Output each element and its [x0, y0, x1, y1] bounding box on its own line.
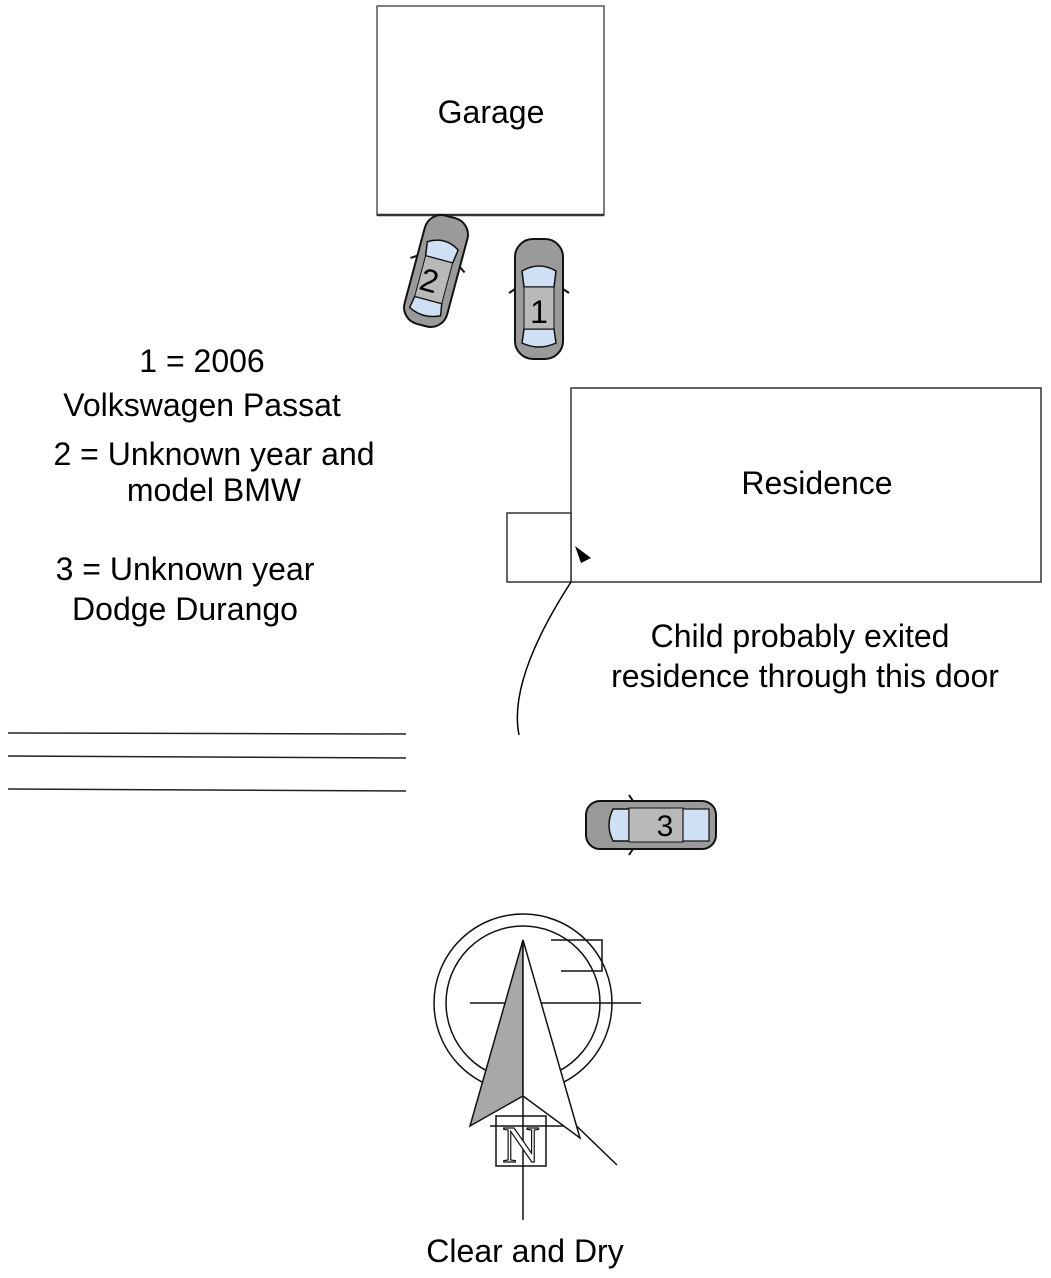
legend-vehicle-2-line2: model BMW	[126, 472, 302, 508]
road-lines	[7, 732, 407, 792]
compass-north-letter: N	[502, 1117, 540, 1174]
legend-vehicle-2-line1: 2 = Unknown year and	[53, 436, 375, 472]
legend-vehicle-3-line1: 3 = Unknown year	[55, 551, 315, 587]
porch	[506, 512, 572, 583]
legend-vehicle-1-line1: 1 = 2006	[139, 343, 265, 379]
north-compass-icon: N	[433, 913, 641, 1220]
svg-text:1: 1	[530, 294, 548, 330]
garage-label: Garage	[438, 94, 545, 130]
residence-building	[570, 387, 1042, 583]
legend-vehicle-1-line2: Volkswagen Passat	[63, 387, 341, 423]
door-marker-icon	[575, 546, 591, 563]
door-annotation-line1: Child probably exited	[650, 618, 950, 654]
svg-text:3: 3	[657, 810, 674, 843]
vehicle-1-icon: 1	[508, 238, 570, 360]
residence-label: Residence	[741, 465, 892, 501]
door-annotation-line2: residence through this door	[611, 658, 999, 694]
legend-vehicle-3-line2: Dodge Durango	[72, 591, 298, 627]
vehicle-2-icon: 2	[403, 214, 469, 328]
vehicle-3-icon: 3	[585, 794, 717, 856]
conditions-label: Clear and Dry	[426, 1233, 624, 1269]
child-path	[516, 581, 572, 736]
garage-building	[376, 5, 605, 216]
